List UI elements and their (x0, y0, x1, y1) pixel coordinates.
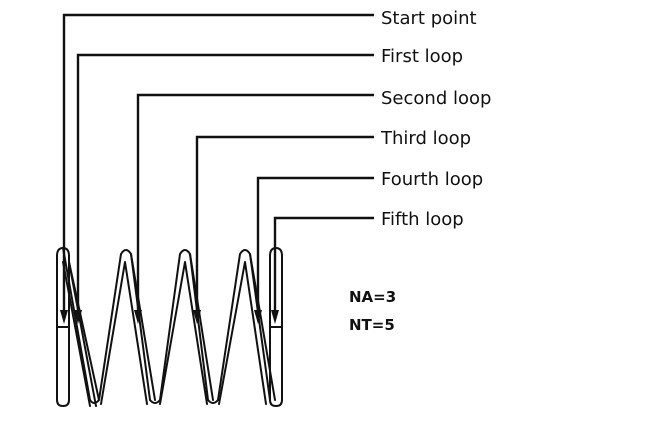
arrow-start (60, 310, 68, 324)
coil-rise-1 (100, 261, 148, 405)
label-start-point: Start point (381, 8, 477, 29)
arrow-fourth (254, 310, 262, 324)
leader-fifth (271, 216, 374, 324)
label-first-loop: First loop (381, 46, 463, 67)
coil-rise-2 (159, 261, 208, 405)
spring-left-end (56, 247, 70, 407)
spring-coil (56, 247, 283, 407)
leader-second (134, 93, 374, 324)
nt-value: NT=5 (349, 316, 395, 334)
leader-start (60, 13, 374, 324)
arrow-fifth (271, 310, 279, 324)
leader-fourth (254, 176, 374, 324)
arrow-third (193, 310, 201, 324)
arrow-second (134, 310, 142, 324)
label-fifth-loop: Fifth loop (381, 209, 464, 230)
coil-front-inner (62, 261, 97, 407)
coil-rise-3 (218, 261, 267, 405)
coil-back-1 (68, 261, 100, 401)
label-second-loop: Second loop (381, 88, 491, 109)
na-value: NA=3 (349, 288, 396, 306)
leader-third (193, 135, 374, 324)
label-third-loop: Third loop (380, 128, 471, 149)
leader-first (74, 53, 374, 324)
spring-right-end (269, 247, 283, 407)
coil-front-outer (62, 247, 271, 404)
arrow-first (74, 310, 82, 324)
label-fourth-loop: Fourth loop (381, 169, 483, 190)
